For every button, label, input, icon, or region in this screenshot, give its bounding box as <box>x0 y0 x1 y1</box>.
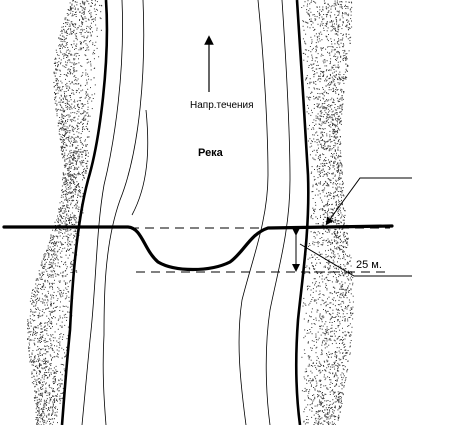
left-contour-2 <box>102 0 145 425</box>
left-contour-1 <box>81 0 123 425</box>
crossing-line <box>2 224 394 272</box>
left-contour-3 <box>131 109 149 216</box>
bank-callout-leader <box>325 177 412 226</box>
flow-direction-label: Напр.течения <box>190 100 254 111</box>
left-bank-stipple <box>27 0 103 425</box>
right-contour-1 <box>238 0 269 425</box>
distance-label: 25 м. <box>356 259 382 271</box>
right-bank-stipple <box>301 0 354 425</box>
river-label: Река <box>198 147 224 159</box>
right-bank-edge <box>294 0 310 425</box>
right-contour-2 <box>265 0 291 425</box>
left-bank-edge <box>60 0 109 425</box>
distance-leader <box>299 243 412 277</box>
